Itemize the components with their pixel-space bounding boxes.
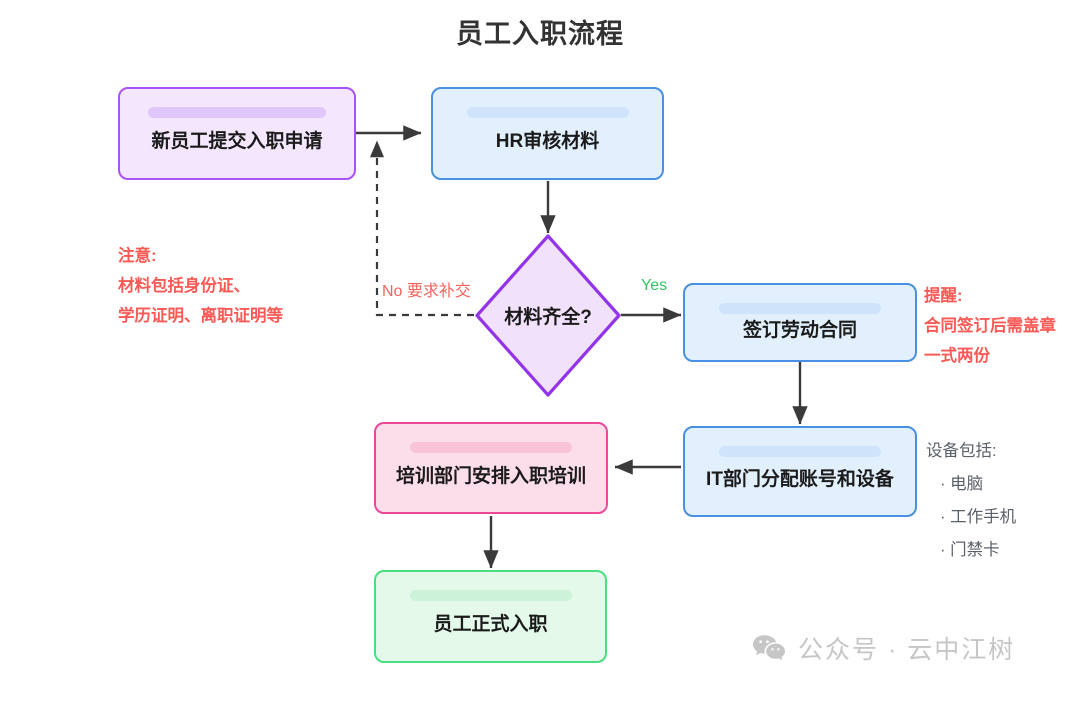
diamond-shape — [475, 234, 621, 397]
annotation-right-note: 提醒: 合同签订后需盖章 一式两份 — [924, 281, 1056, 371]
page-title: 员工入职流程 — [456, 19, 624, 49]
annotation-device-list: 设备包括: · 电脑 · 工作手机 · 门禁卡 — [926, 435, 1016, 567]
wechat-icon — [753, 635, 785, 661]
note-line: 合同签订后需盖章 — [924, 317, 1056, 335]
edge-label-yes: Yes — [641, 277, 668, 294]
watermark-text: 公众号 · 云中江树 — [798, 636, 1016, 664]
bullet-icon: · — [940, 508, 946, 526]
note-line: 材料包括身份证、 — [118, 277, 250, 295]
device-list-item: · 电脑 — [926, 468, 1016, 501]
node-label: 新员工提交入职申请 — [151, 131, 323, 152]
device-list-item-label: 工作手机 — [950, 508, 1017, 526]
node-new-employee-application[interactable]: 新员工提交入职申请 — [118, 87, 356, 180]
note-line: 学历证明、离职证明等 — [118, 307, 283, 325]
device-list-heading: 设备包括: — [926, 442, 997, 460]
bullet-icon: · — [940, 541, 946, 559]
node-label: 培训部门安排入职培训 — [395, 465, 586, 487]
node-label: IT部门分配账号和设备 — [706, 469, 894, 490]
node-label: 员工正式入职 — [433, 614, 548, 635]
device-list-item: · 工作手机 — [926, 501, 1016, 534]
device-list-item-label: 门禁卡 — [950, 541, 1000, 559]
node-label: 签订劳动合同 — [742, 320, 857, 341]
node-accent-bar — [719, 303, 881, 314]
node-label: HR审核材料 — [495, 131, 600, 152]
device-list-item: · 门禁卡 — [926, 534, 1016, 567]
device-list-item-label: 电脑 — [950, 475, 984, 493]
node-accent-bar — [719, 446, 881, 457]
node-employee-officially-onboard[interactable]: 员工正式入职 — [374, 570, 607, 663]
node-hr-review[interactable]: HR审核材料 — [431, 87, 664, 180]
note-line: 提醒: — [924, 287, 963, 305]
node-materials-complete-decision[interactable]: 材料齐全? — [474, 233, 622, 398]
bullet-icon: · — [940, 475, 946, 493]
node-label: 材料齐全? — [504, 307, 592, 328]
node-accent-bar — [148, 107, 326, 118]
note-line: 注意: — [118, 247, 157, 265]
note-line: 一式两份 — [924, 347, 990, 365]
node-sign-labor-contract[interactable]: 签订劳动合同 — [683, 283, 917, 362]
watermark: 公众号 · 云中江树 — [752, 630, 1015, 666]
node-it-assign-account-equipment[interactable]: IT部门分配账号和设备 — [683, 426, 917, 517]
annotation-left-note: 注意: 材料包括身份证、 学历证明、离职证明等 — [118, 241, 283, 331]
node-training-department-onboarding[interactable]: 培训部门安排入职培训 — [374, 422, 608, 514]
node-accent-bar — [410, 442, 572, 453]
node-accent-bar — [409, 590, 572, 601]
edge-label-no: No 要求补交 — [382, 283, 471, 300]
node-accent-bar — [466, 107, 629, 118]
